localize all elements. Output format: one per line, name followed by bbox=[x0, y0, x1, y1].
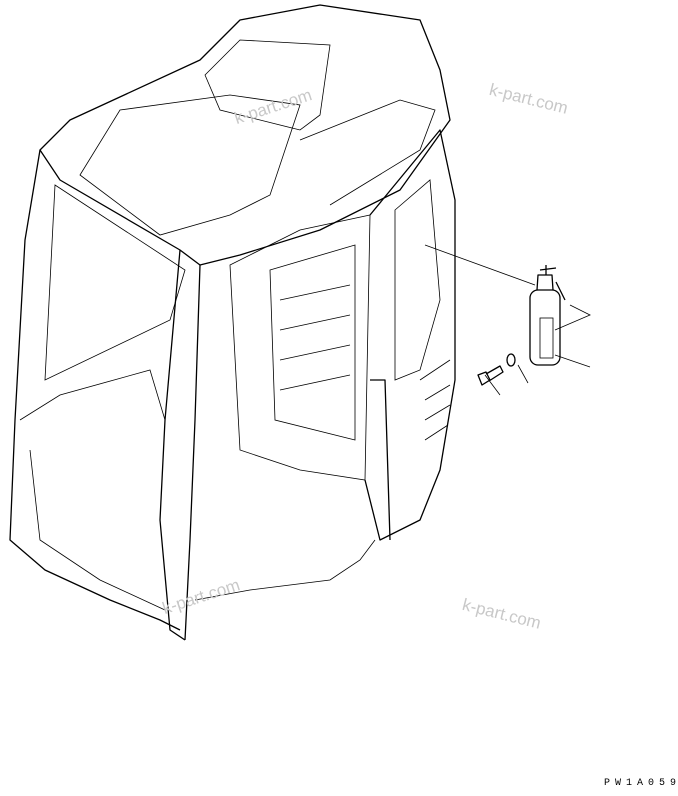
leader-line bbox=[554, 304, 591, 368]
leader-line bbox=[484, 364, 529, 396]
fire-extinguisher bbox=[529, 265, 566, 366]
drawing-code: PW1A059 bbox=[604, 778, 678, 789]
bolt bbox=[477, 365, 504, 386]
operator-cab bbox=[9, 4, 456, 641]
leader-line bbox=[424, 244, 536, 286]
washer bbox=[506, 353, 516, 367]
